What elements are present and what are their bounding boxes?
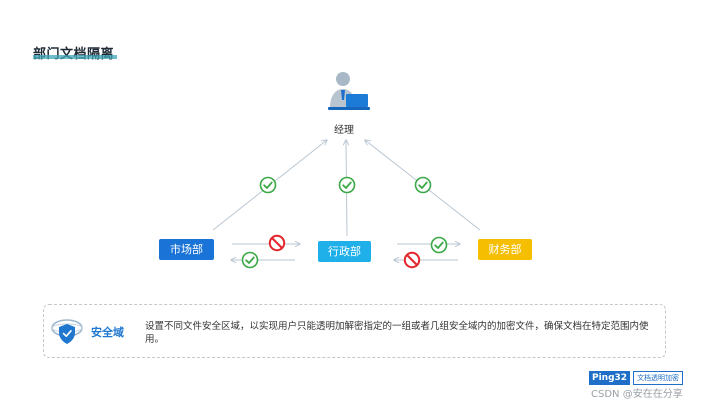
title-underline: [33, 55, 117, 59]
dept-admin: 行政部: [318, 241, 371, 262]
brand-name: Ping32: [589, 371, 631, 385]
dept-finance: 财务部: [478, 239, 532, 260]
info-panel: [43, 304, 666, 358]
brand-tag: 文档透明加密: [633, 371, 684, 385]
prohibited-icon: [403, 251, 421, 269]
check-icon: [338, 176, 356, 194]
watermark: CSDN @安在在分享: [591, 389, 683, 400]
manager-label: 经理: [334, 125, 354, 136]
check-icon: [259, 176, 277, 194]
info-heading: 安全域: [91, 326, 124, 339]
shield-icon: [51, 319, 83, 344]
info-description: 设置不同文件安全区域，以实现用户只能透明加解密指定的一组或者几组安全域内的加密文…: [145, 321, 649, 345]
brand-logo: Ping32 文档透明加密: [589, 371, 684, 385]
check-icon: [430, 236, 448, 254]
user-at-laptop-icon: [328, 72, 370, 110]
dept-market: 市场部: [159, 239, 214, 260]
check-icon: [241, 251, 259, 269]
prohibited-icon: [268, 234, 286, 252]
check-icon: [414, 176, 432, 194]
